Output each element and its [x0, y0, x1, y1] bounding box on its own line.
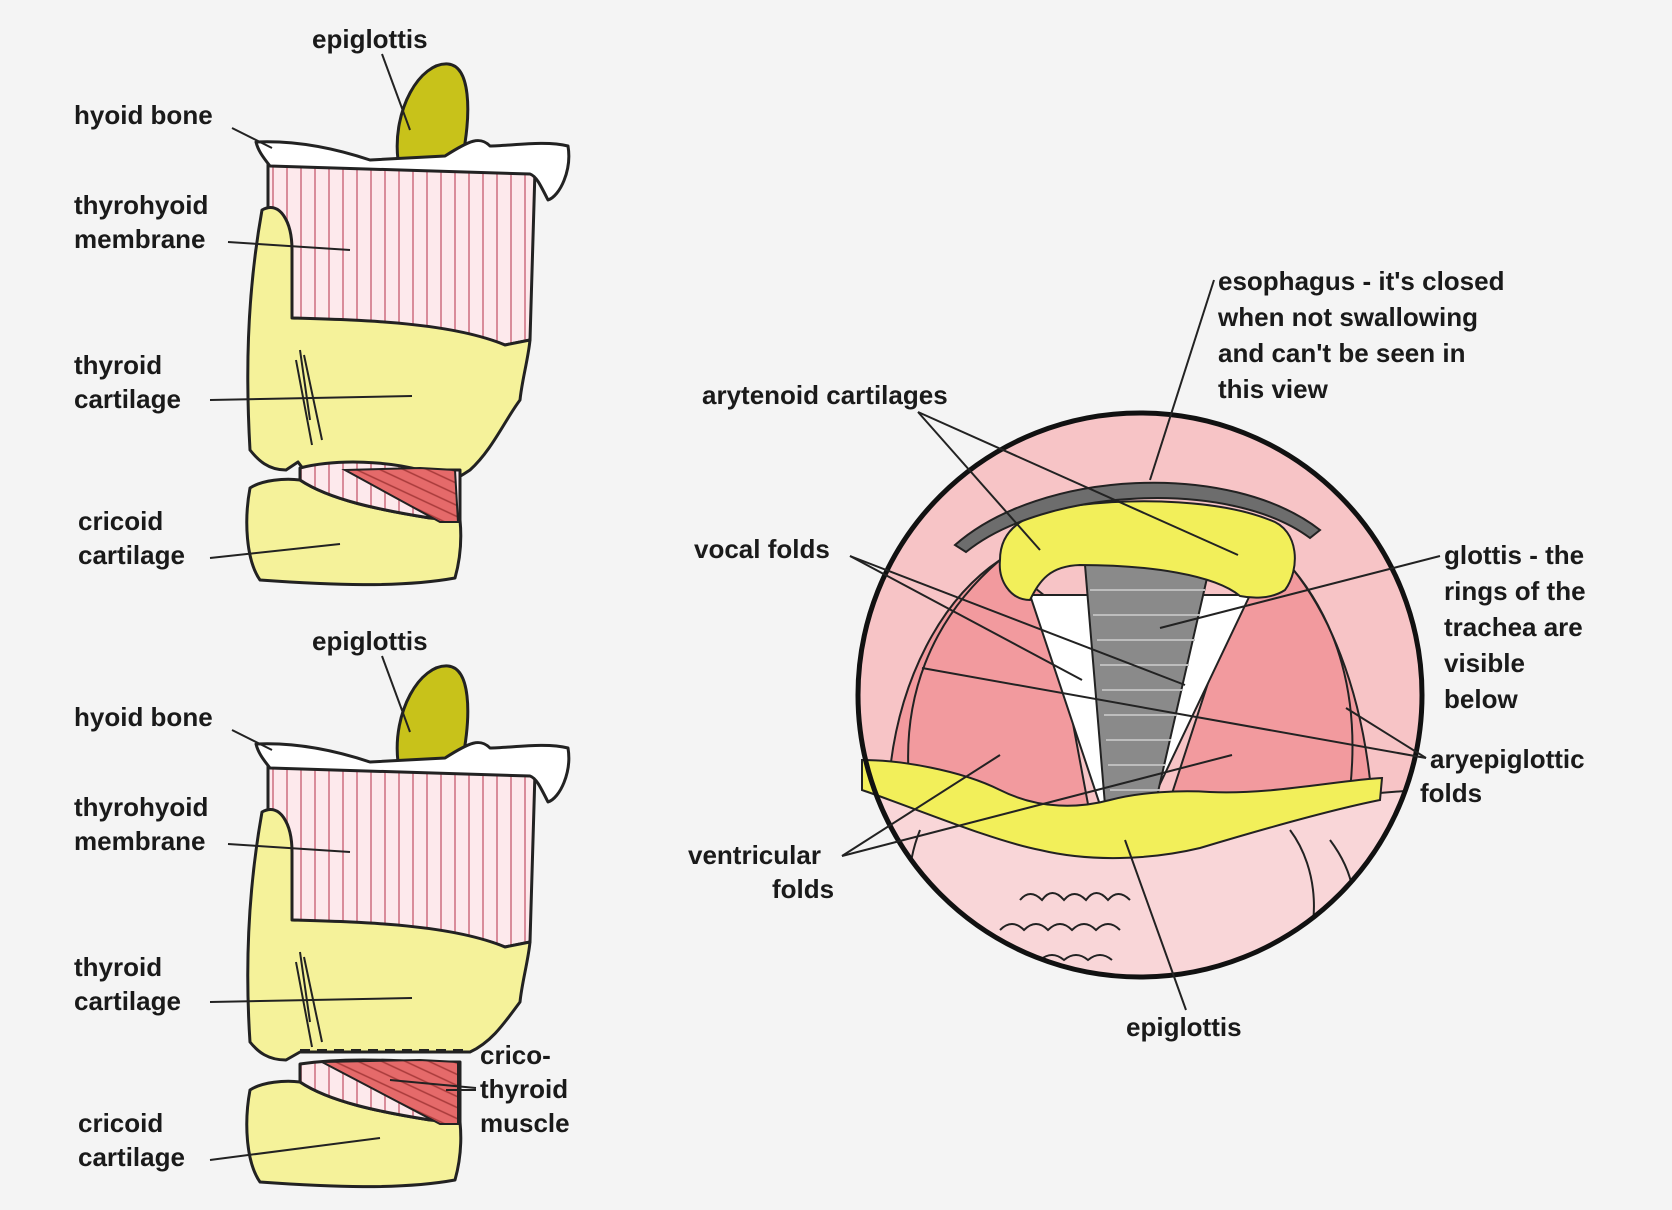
view-outline — [855, 410, 1425, 980]
label-cricoid-bottom-1: cricoid — [78, 1108, 163, 1138]
label-ventricular-2: folds — [772, 874, 834, 904]
label-glottis-4: visible — [1444, 648, 1525, 678]
label-epiglottis-top: epiglottis — [312, 24, 428, 54]
hyoid-bone-shape-bottom — [254, 741, 571, 804]
label-cricoid-bottom-2: cartilage — [78, 1142, 185, 1172]
label-glottis-3: trachea are — [1444, 612, 1583, 642]
label-esophagus-1: esophagus - it's closed — [1218, 266, 1504, 296]
label-esophagus-2: when not swallowing — [1217, 302, 1478, 332]
label-hyoid-bone-bottom: hyoid bone — [74, 702, 213, 732]
label-thyroid-bottom-2: cartilage — [74, 986, 181, 1016]
label-thyrohyoid-top-1: thyrohyoid — [74, 190, 208, 220]
hyoid-bone-shape — [254, 139, 571, 202]
epiglottis-rim — [861, 758, 1384, 860]
epiglottis-shape — [395, 62, 470, 162]
cricothyroid-muscle-shape-bottom — [321, 1058, 459, 1125]
label-epiglottis-bottom: epiglottis — [312, 626, 428, 656]
label-aryepiglottic-1: aryepiglottic — [1430, 744, 1585, 774]
label-aryepiglottic-2: folds — [1420, 778, 1482, 808]
epiglottis-shape-bottom — [395, 664, 470, 764]
label-arytenoid: arytenoid cartilages — [702, 380, 948, 410]
label-esophagus-3: and can't be seen in — [1218, 338, 1465, 368]
bottom-labels: epiglottis hyoid bone thyrohyoid membran… — [74, 626, 570, 1172]
esophagus-band — [953, 481, 1322, 554]
larynx-side-view-top — [245, 62, 571, 587]
label-cricothyroid-2: thyroid — [480, 1074, 568, 1104]
label-cricothyroid-3: muscle — [480, 1108, 570, 1138]
label-epiglottis-view: epiglottis — [1126, 1012, 1242, 1042]
label-cricoid-top-1: cricoid — [78, 506, 163, 536]
label-hyoid-bone-top: hyoid bone — [74, 100, 213, 130]
label-thyroid-bottom-1: thyroid — [74, 952, 162, 982]
top-labels: epiglottis hyoid bone thyrohyoid membran… — [74, 24, 428, 570]
laryngoscopic-view — [855, 410, 1425, 980]
label-cricoid-top-2: cartilage — [78, 540, 185, 570]
label-esophagus-4: this view — [1218, 374, 1329, 404]
label-glottis-5: below — [1444, 684, 1518, 714]
label-glottis-2: rings of the — [1444, 576, 1586, 606]
label-thyrohyoid-bottom-2: membrane — [74, 826, 206, 856]
label-thyrohyoid-bottom-1: thyrohyoid — [74, 792, 208, 822]
thyroid-cartilage-shape-bottom — [246, 808, 532, 1062]
label-cricothyroid-1: crico- — [480, 1040, 551, 1070]
laryngoscope-labels: esophagus - it's closed when not swallow… — [688, 266, 1586, 1042]
label-glottis-1: glottis - the — [1444, 540, 1584, 570]
label-ventricular-1: ventricular — [688, 840, 821, 870]
larynx-side-view-bottom — [245, 664, 571, 1189]
label-thyrohyoid-top-2: membrane — [74, 224, 206, 254]
label-thyroid-top-1: thyroid — [74, 350, 162, 380]
label-vocal-folds: vocal folds — [694, 534, 830, 564]
label-thyroid-top-2: cartilage — [74, 384, 181, 414]
cricothyroid-muscle-shape — [341, 466, 460, 523]
